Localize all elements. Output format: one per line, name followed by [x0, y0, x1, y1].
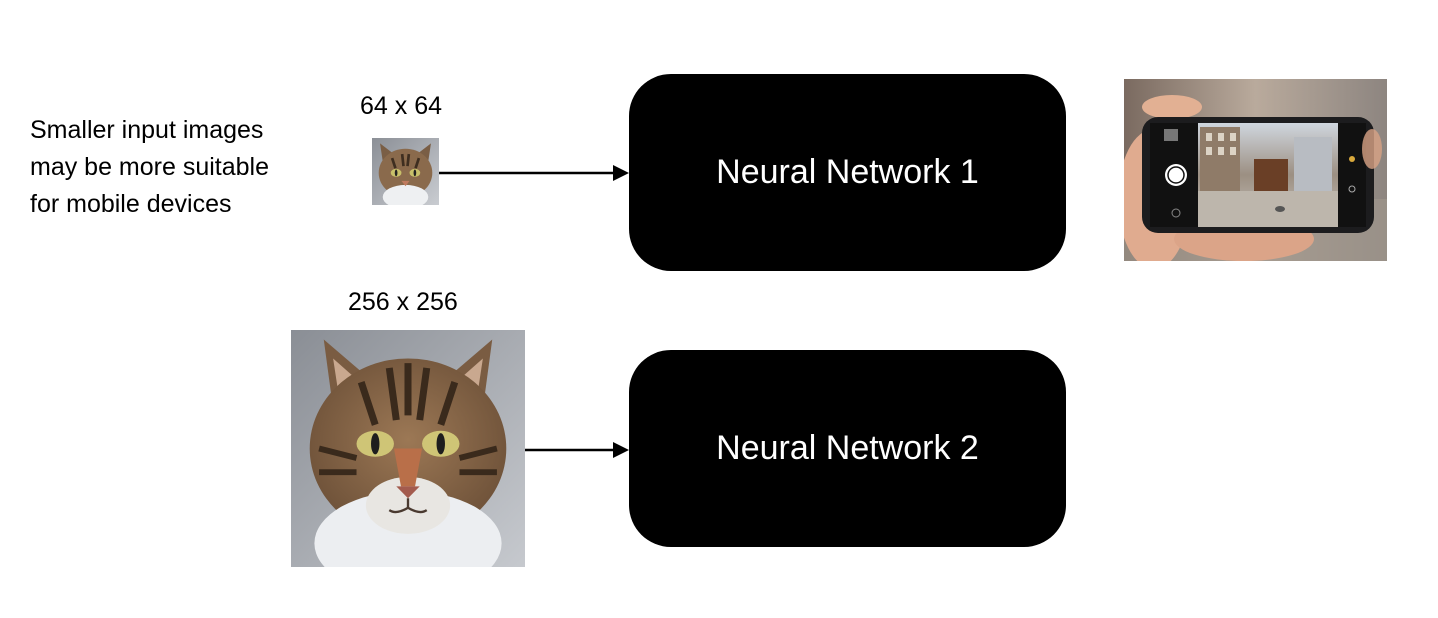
- mobile-note-line-2: may be more suitable: [30, 153, 270, 181]
- neural-network-2-label: Neural Network 2: [716, 429, 979, 467]
- mobile-note-line-1: Smaller input images: [30, 116, 264, 144]
- mobile-note: Smaller input images may be more suitabl…: [30, 112, 269, 223]
- cat-image-large: [291, 330, 525, 567]
- neural-network-1-label: Neural Network 1: [716, 153, 979, 191]
- mobile-note-line-3: for mobile devices: [30, 190, 232, 218]
- large-size-label: 256 x 256: [348, 288, 458, 316]
- arrow-to-network-1: [439, 165, 629, 181]
- arrow-to-network-2: [525, 442, 629, 458]
- neural-network-1-box: Neural Network 1: [629, 74, 1066, 271]
- mobile-phone-photo: [1124, 79, 1387, 261]
- neural-network-2-box: Neural Network 2: [629, 350, 1066, 547]
- cat-image-small: [372, 138, 439, 205]
- small-size-label: 64 x 64: [360, 92, 443, 120]
